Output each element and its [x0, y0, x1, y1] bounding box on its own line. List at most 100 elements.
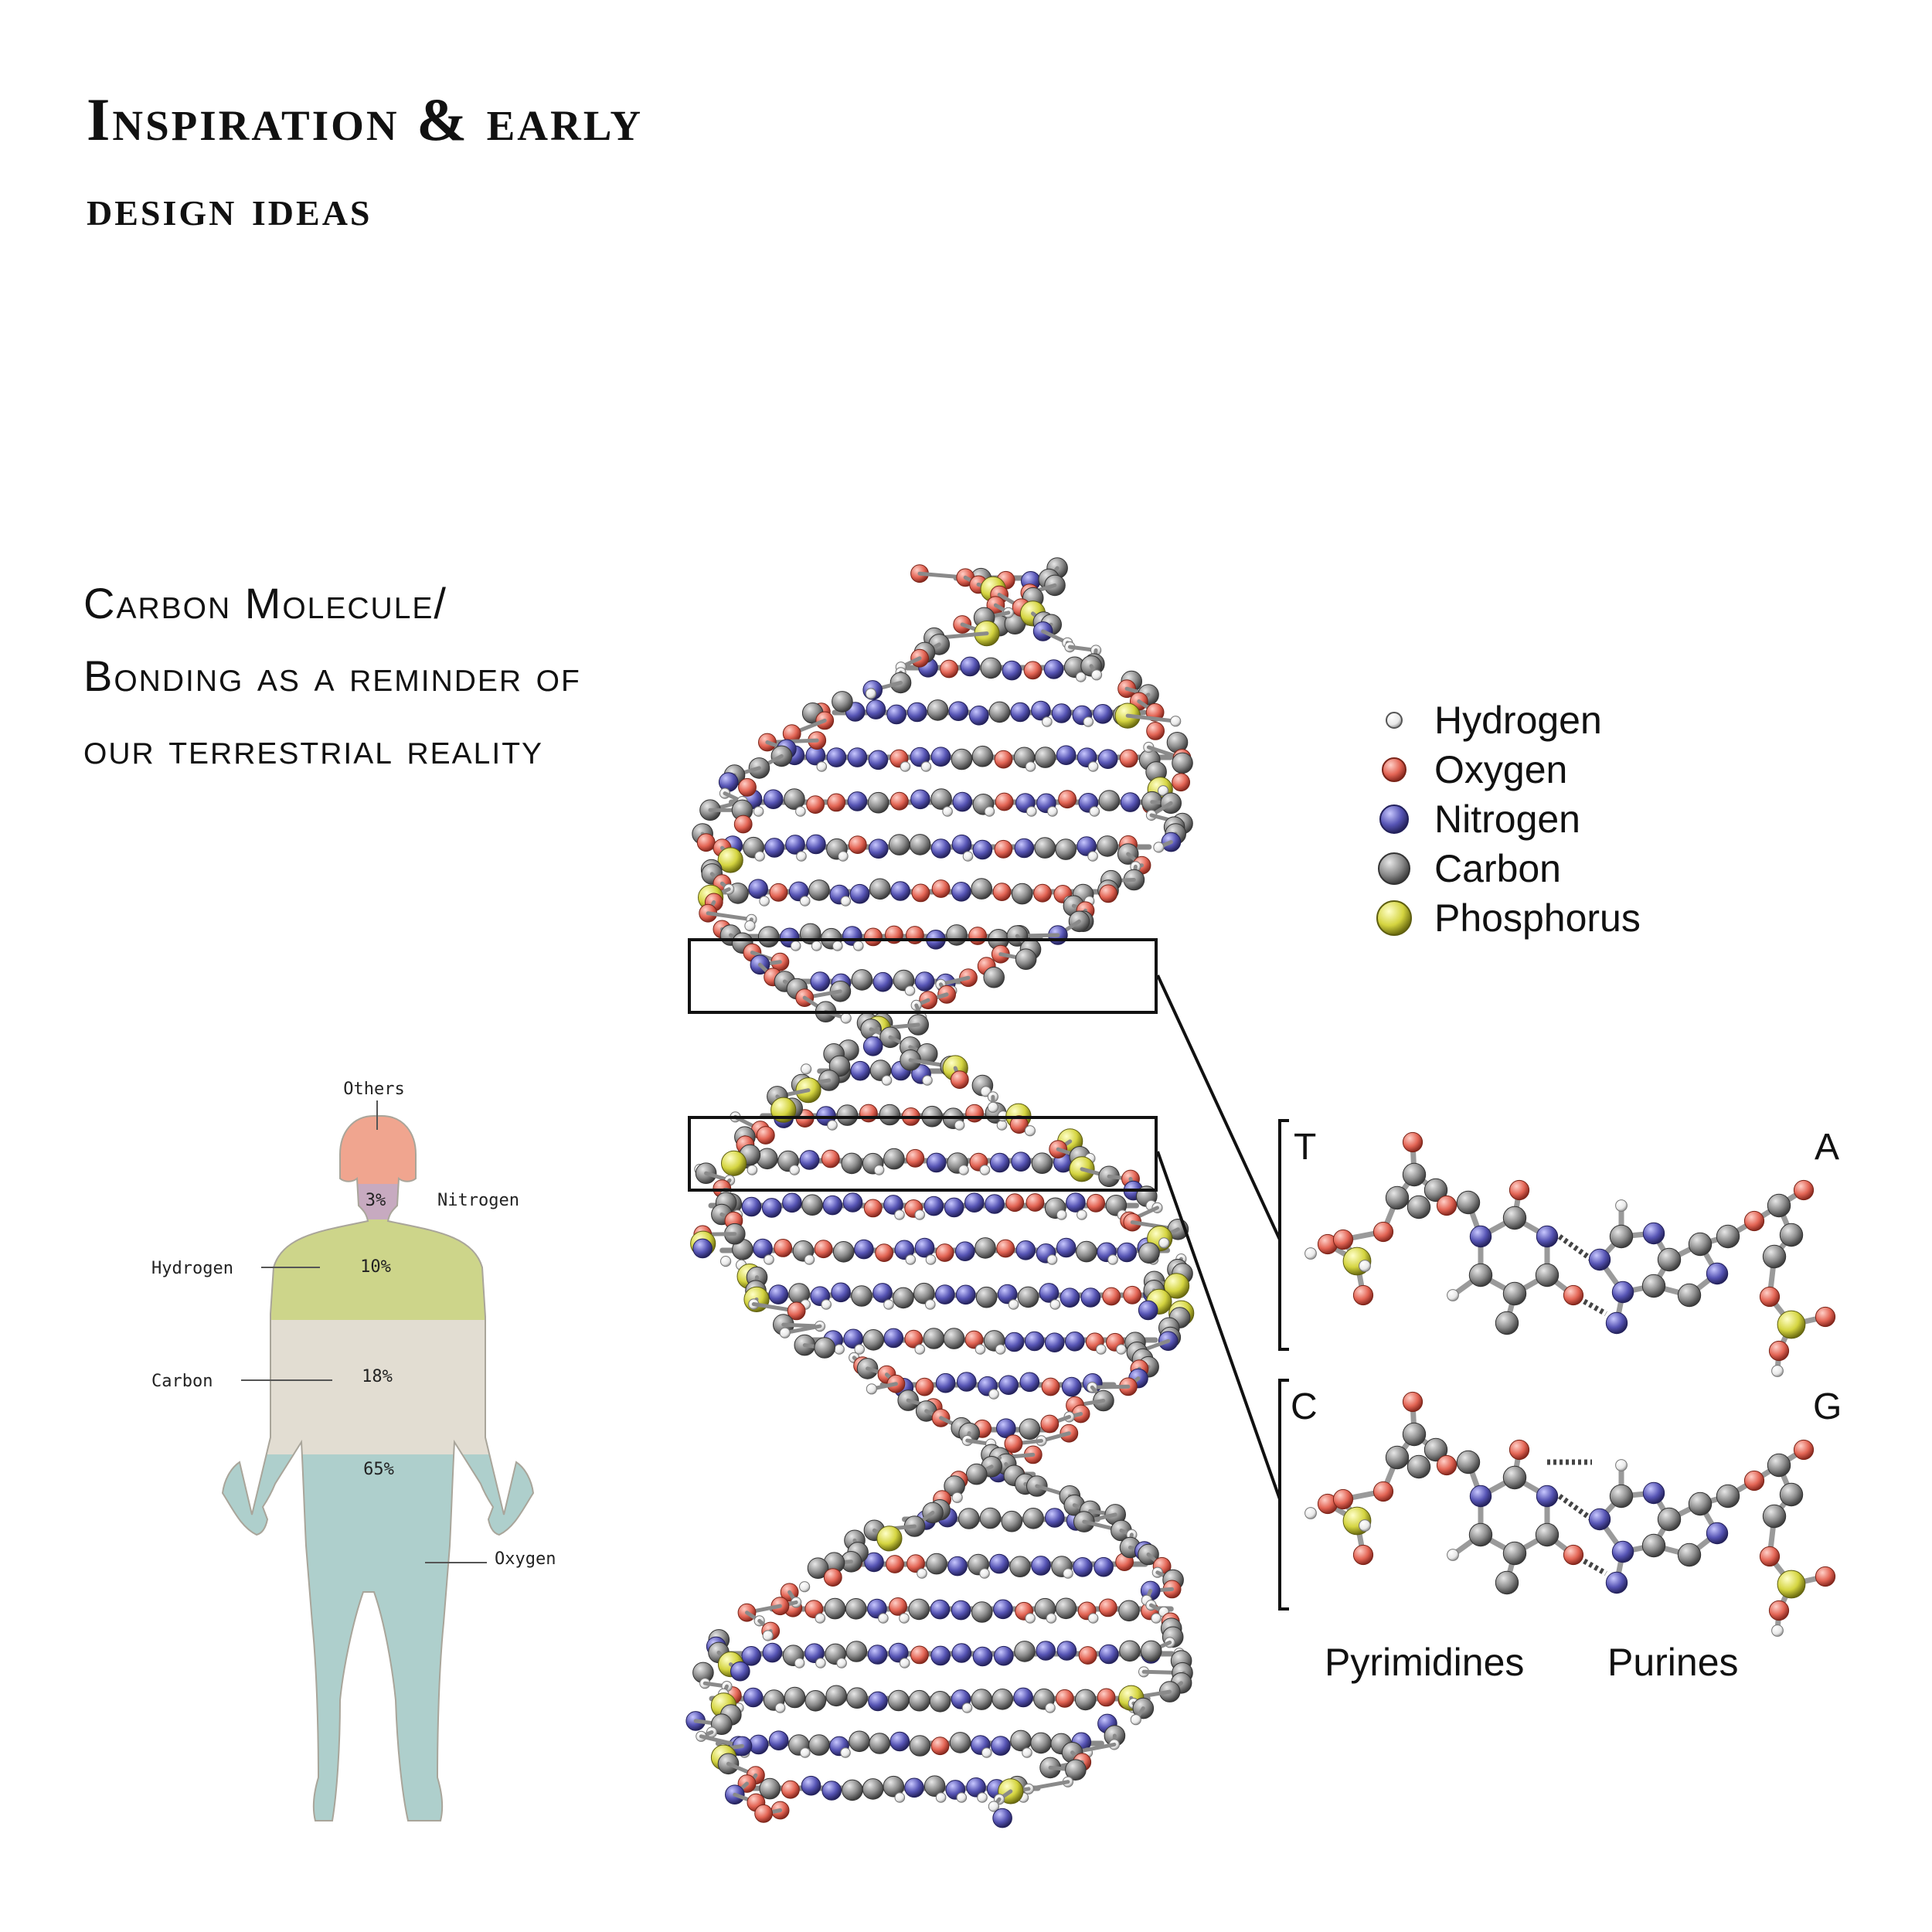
base-pair-ta — [1304, 1131, 1836, 1377]
nitrogen-atom — [801, 1775, 821, 1796]
nitrogen-atom — [868, 838, 889, 859]
carbon-atom — [909, 834, 931, 855]
carbon-atom — [1402, 1162, 1427, 1187]
carbon-atom — [1119, 1640, 1141, 1662]
oxygen-atom — [994, 839, 1013, 859]
carbon-atom — [1385, 1445, 1410, 1470]
oxygen-atom — [904, 1329, 923, 1349]
atom-legend: Hydrogen Oxygen Nitrogen Carbon Phosphor… — [1376, 699, 1641, 940]
carbon-atom — [1406, 1454, 1431, 1479]
carbon-atom — [1009, 1556, 1031, 1577]
hydrogen-atom — [840, 1747, 851, 1758]
carbon-atom — [801, 1194, 823, 1216]
oxygen-atom — [964, 1330, 984, 1349]
oxygen-atom — [827, 793, 846, 812]
oxygen-atom — [696, 833, 716, 852]
nitrogen-atom — [768, 1284, 789, 1304]
nitrogen-atom — [997, 1284, 1018, 1304]
hydrogen-atom — [979, 1165, 991, 1175]
oxygen-atom — [1102, 1287, 1121, 1306]
carbon-atom — [1172, 752, 1193, 774]
nitrogen-atom — [930, 1645, 951, 1666]
hydrogen-atom — [815, 1613, 826, 1624]
hydrogen-atom — [853, 940, 864, 951]
carbon-atom — [951, 748, 973, 770]
nitrogen-atom — [1077, 836, 1097, 856]
oxygen-atom — [1172, 773, 1190, 792]
label-nitrogen: Nitrogen — [437, 1191, 519, 1210]
carbon-atom — [909, 1735, 931, 1757]
hydrogen-atom — [1075, 672, 1087, 682]
nitrogen-atom — [966, 1777, 986, 1798]
hydrogen-atom — [1158, 1237, 1170, 1249]
carbon-atom — [836, 1104, 859, 1126]
carbon-atom — [804, 1690, 827, 1712]
hydrogen-atom — [1096, 1344, 1107, 1355]
oxygen-atom — [1099, 884, 1117, 903]
oxygen-atom — [1332, 1488, 1354, 1510]
nitrogen-atom — [998, 1375, 1019, 1395]
oxygen-atom — [1436, 1195, 1458, 1216]
nitrogen-atom — [972, 839, 993, 860]
carbon-atom — [814, 1337, 835, 1359]
section-subtitle-line-2: Bonding as a reminder of — [83, 651, 581, 700]
oxygen-atom — [1087, 1193, 1105, 1213]
nitrogen-atom — [923, 1196, 944, 1216]
carbon-atom — [946, 924, 968, 946]
nitrogen-atom — [1056, 745, 1077, 766]
carbon-atom — [1495, 1570, 1519, 1595]
hydrogen-atom — [840, 896, 852, 906]
phosphorus-atom — [1164, 1273, 1190, 1299]
legend-phosphorus-icon — [1376, 900, 1412, 936]
hydrogen-bond — [1557, 1234, 1594, 1262]
oxygen-atom — [1005, 1193, 1025, 1213]
nitrogen-atom — [1043, 659, 1064, 679]
hydrogen-atom — [790, 940, 801, 951]
page-title: Inspiration & early — [87, 86, 644, 153]
hydrogen-atom — [894, 1209, 905, 1220]
carbon-atom — [759, 1777, 781, 1800]
carbon-atom — [1138, 1242, 1160, 1264]
hydrogen-atom — [1447, 1549, 1459, 1561]
nitrogen-atom — [1019, 1372, 1040, 1393]
carbon-atom — [1140, 1640, 1162, 1662]
carbon-atom — [883, 1148, 905, 1170]
section-subtitle: Carbon Molecule/ — [83, 579, 447, 628]
nitrogen-atom — [692, 1238, 713, 1259]
oxygen-atom — [1759, 1286, 1781, 1308]
hydrogen-atom — [1089, 806, 1100, 817]
carbon-atom — [1468, 1522, 1493, 1547]
carbon-atom — [1762, 1504, 1787, 1529]
oxygen-atom — [875, 1243, 893, 1262]
nitrogen-atom — [1036, 1641, 1056, 1661]
hydrogen-atom — [754, 851, 765, 862]
nitrogen-atom — [930, 1599, 951, 1620]
carbon-atom — [926, 1553, 947, 1575]
oxygen-atom — [915, 1377, 934, 1396]
nitrogen-atom — [1536, 1225, 1559, 1248]
hydrogen-atom — [954, 1120, 965, 1131]
hydrogen-atom — [914, 1209, 925, 1220]
carbon-atom — [930, 788, 952, 810]
nitrogen-atom — [955, 1284, 976, 1305]
nitrogen-atom — [948, 701, 968, 722]
carbon-atom — [1423, 1437, 1448, 1462]
nitrogen-atom — [1073, 1557, 1093, 1577]
carbon-atom — [1015, 948, 1037, 970]
carbon-atom — [1055, 1597, 1077, 1620]
hydrogen-atom — [1170, 716, 1182, 727]
nitrogen-atom — [1469, 1225, 1492, 1248]
carbon-atom — [869, 878, 891, 900]
carbon-atom — [1030, 1732, 1052, 1754]
nitrogen-atom — [888, 1642, 909, 1663]
pct-hydrogen: 10% — [360, 1257, 391, 1277]
carbon-atom — [975, 1237, 996, 1259]
hydrogen-atom — [1107, 1254, 1118, 1265]
oxygen-atom — [1097, 1688, 1116, 1707]
hydrogen-atom — [789, 1165, 800, 1175]
carbon-atom — [908, 1598, 930, 1621]
oxygen-atom — [1098, 1598, 1117, 1617]
nitrogen-atom — [1056, 1641, 1077, 1661]
phosphorus-atom — [721, 1150, 747, 1176]
nitrogen-atom — [849, 883, 870, 904]
